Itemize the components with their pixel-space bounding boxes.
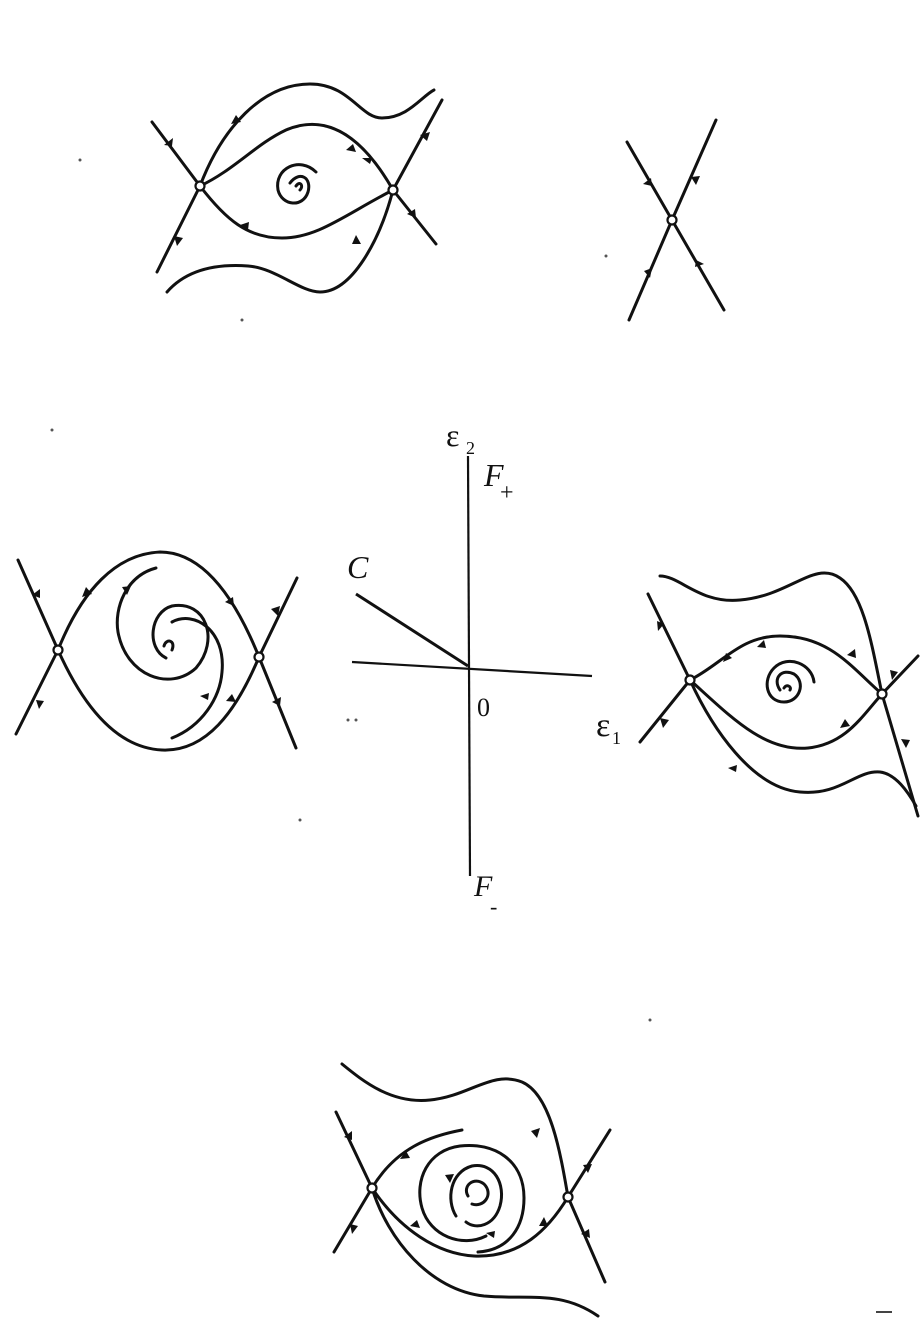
horizontal-axis-subscript: 1 (612, 728, 621, 748)
curve-label-f-plus-sub: + (500, 480, 514, 506)
horizontal-axis (351, 660, 593, 678)
curve-label-f-minus: F (473, 870, 493, 903)
portrait-bottom (332, 1062, 612, 1318)
portrait-top-right (625, 118, 726, 322)
vertical-axis-label: ε (446, 417, 459, 453)
horizontal-axis-label: ε (596, 707, 610, 744)
curve-label-f-plus: F (483, 457, 504, 493)
vertical-axis-subscript: 2 (466, 438, 475, 458)
bifurcation-diagram: ε 2 F + C 0 ε 1 F - (347, 417, 621, 919)
portrait-middle-left (14, 550, 299, 752)
portrait-top-left (150, 82, 444, 294)
scan-specks (50, 158, 892, 1313)
origin-label: 0 (477, 693, 490, 722)
curve-c (355, 592, 469, 668)
curve-label-f-minus-sub: - (490, 894, 497, 919)
curve-label-c: C (347, 549, 369, 585)
vertical-axis (466, 455, 472, 877)
portrait-middle-right (638, 571, 920, 818)
